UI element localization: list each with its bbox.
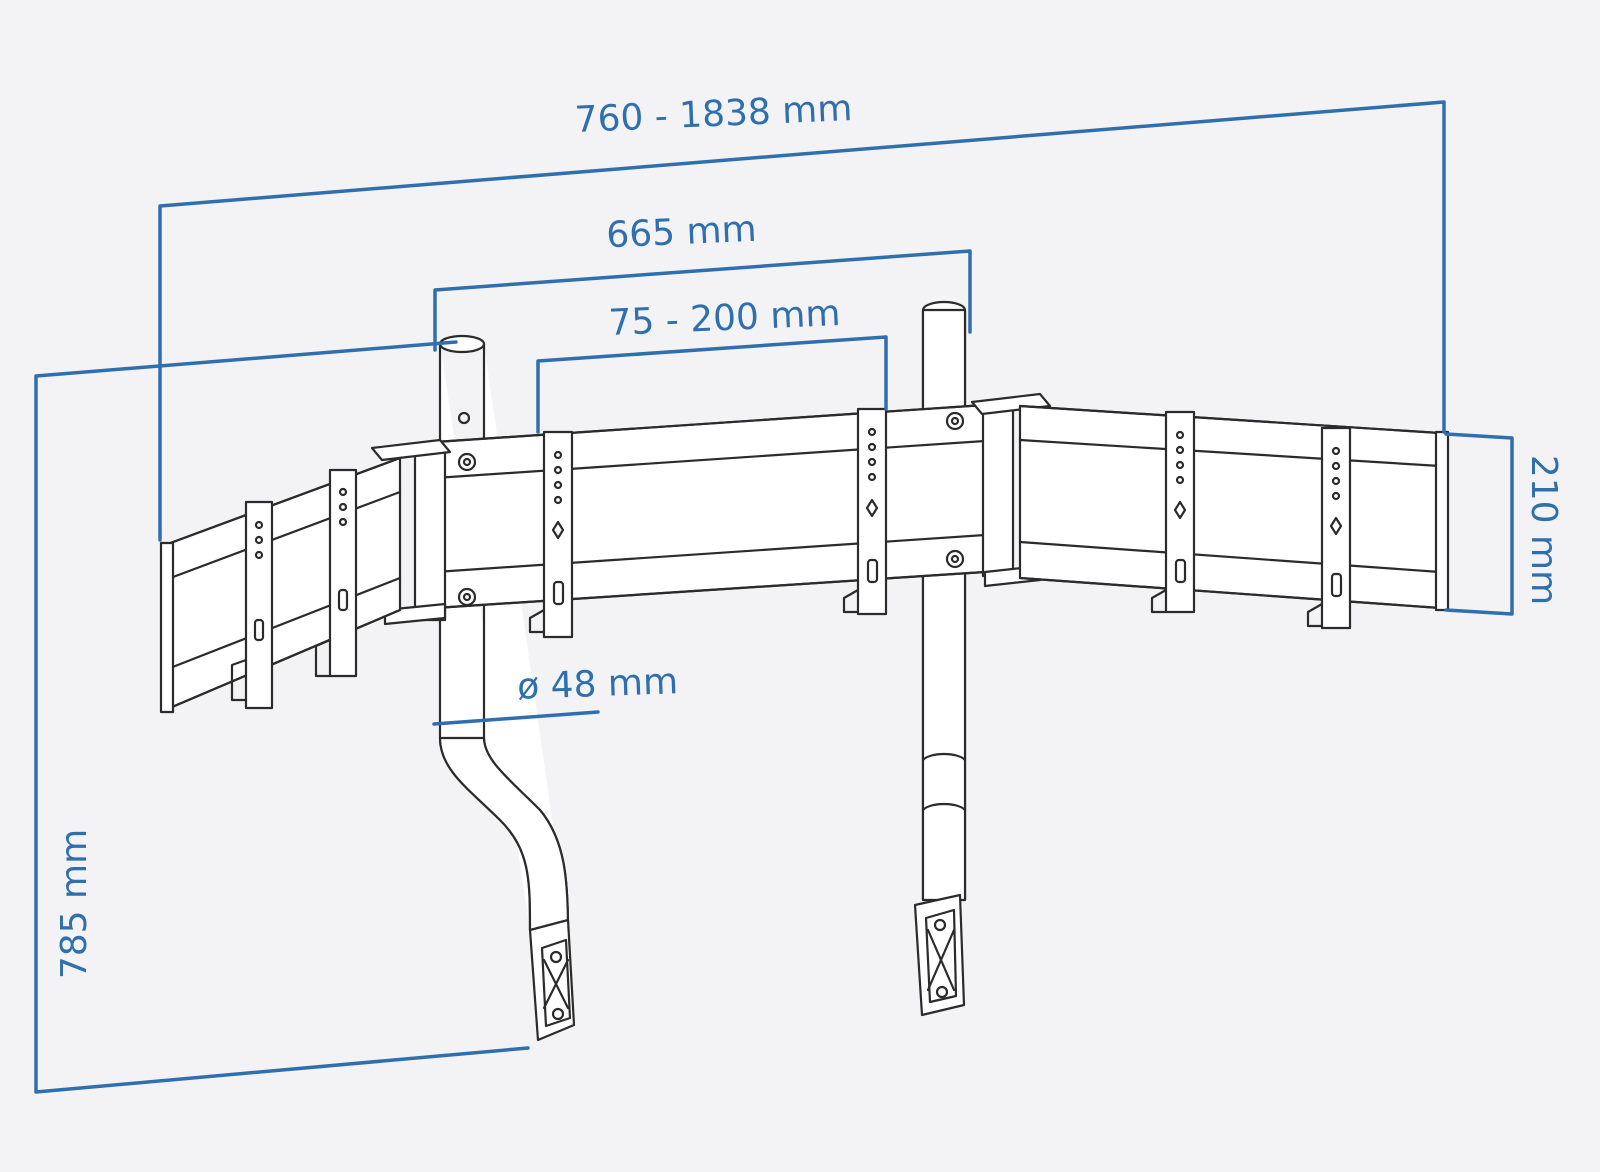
monitor-mount-drawing — [159, 300, 1450, 1042]
dim-line-pole-spacing — [433, 249, 972, 352]
label-vesa-range: 75 - 200 mm — [608, 293, 842, 344]
dim-line-overall-width — [158, 100, 1446, 542]
dim-line-bar-height — [1444, 432, 1514, 616]
label-bar-height: 210 mm — [1523, 455, 1564, 605]
dim-line-vesa-range — [536, 335, 888, 434]
vesa-bracket-left-2 — [314, 468, 358, 678]
vesa-bracket-center-1 — [528, 430, 574, 639]
dimension-lines — [34, 100, 1514, 1094]
label-total-height: 785 mm — [54, 829, 95, 979]
vesa-bracket-left-1 — [230, 500, 274, 710]
label-overall-width: 760 - 1838 mm — [574, 88, 853, 141]
right-wing-rail — [1018, 404, 1450, 612]
vesa-bracket-right-1 — [1150, 410, 1196, 614]
vesa-bracket-right-2 — [1306, 426, 1352, 630]
label-pole-spacing: 665 mm — [606, 209, 758, 257]
left-wing-rail — [159, 456, 402, 714]
dim-line-tube-diameter — [432, 710, 600, 726]
label-tube-diameter: ø 48 mm — [517, 661, 679, 708]
dim-line-total-height — [34, 340, 530, 1094]
vesa-bracket-center-2 — [842, 407, 888, 616]
